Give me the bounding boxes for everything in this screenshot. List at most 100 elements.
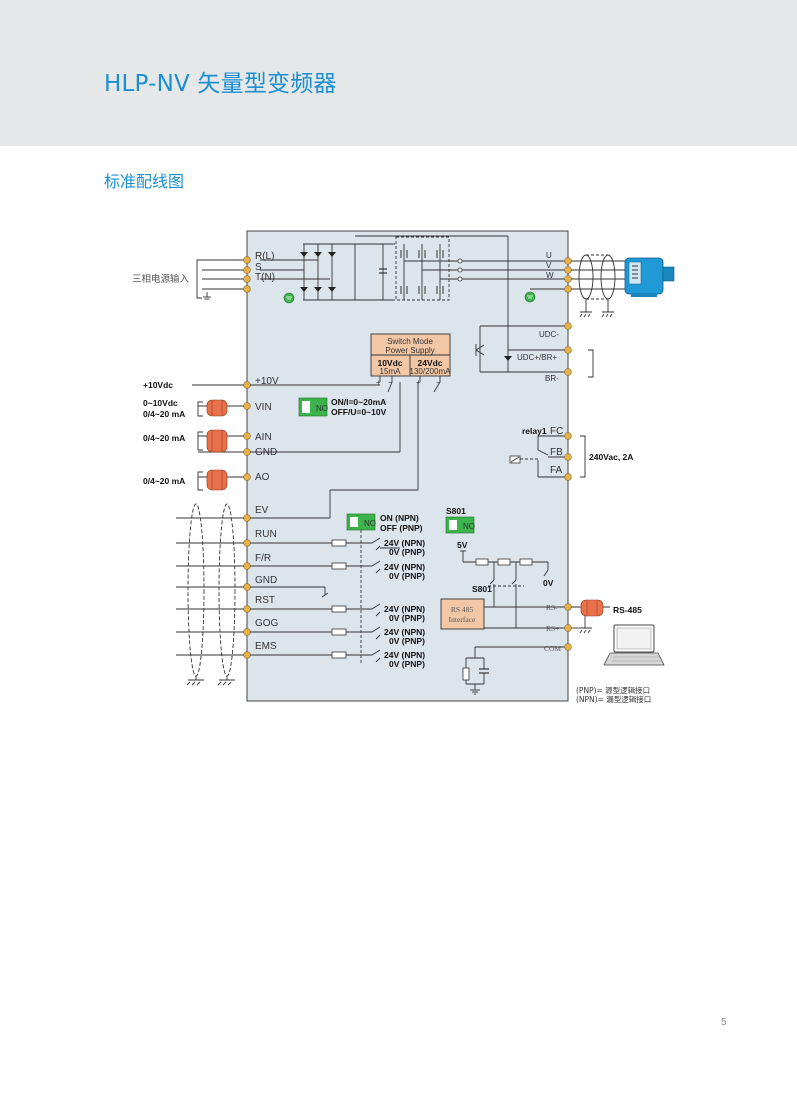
- terminal-fa: [564, 473, 572, 481]
- psu-v2: 24Vdc: [417, 358, 442, 368]
- terminal-rst: [243, 605, 251, 613]
- terminal-ain: [243, 432, 251, 440]
- label-r: R(L): [255, 251, 274, 262]
- svg-text:NO: NO: [316, 404, 328, 413]
- psu-minus-mark: −: [388, 378, 393, 387]
- page-number: 5: [721, 1017, 727, 1028]
- label-ev: EV: [255, 505, 269, 516]
- label-udc-minus: UDC-: [539, 330, 559, 339]
- label-fb: FB: [550, 447, 563, 458]
- label-com: COM: [544, 644, 561, 653]
- ext-10vdc: +10Vdc: [143, 380, 173, 390]
- relay-rating: 240Vac, 2A: [589, 452, 633, 462]
- laptop-icon: [603, 624, 665, 666]
- terminal-rs-minus: [564, 603, 572, 611]
- svg-text:NO: NO: [463, 522, 475, 531]
- rst-0v: 0V (PNP): [389, 613, 425, 623]
- label-gnd2: GND: [255, 575, 277, 586]
- inverter-module: [395, 236, 463, 301]
- label-v: V: [546, 261, 552, 270]
- terminal-ao: [243, 473, 251, 481]
- shielded-cable-vin: [206, 399, 228, 417]
- terminal-gnd1: [243, 448, 251, 456]
- rs485-line2: Interface: [449, 615, 476, 624]
- vin-jumper-on: ON/I=0~20mA: [331, 397, 386, 407]
- ext-vin-range1: 0~10Vdc: [143, 398, 178, 408]
- earth-icon: [524, 291, 536, 303]
- terminal-s: [243, 266, 251, 274]
- run-24v: 24V (NPN): [384, 538, 425, 548]
- psu-i2: 130/200mA: [410, 367, 452, 376]
- ext-ao-range: 0/4~20 mA: [143, 476, 185, 486]
- terminal-pe-out: [564, 285, 572, 293]
- terminal-u: [564, 257, 572, 265]
- digital-input-run: [250, 537, 400, 551]
- terminal-ev: [243, 514, 251, 522]
- label-fr: F/R: [255, 553, 271, 564]
- motor-cable: [571, 254, 628, 318]
- five-v-label: 5V: [457, 540, 468, 550]
- shielded-cable-ain: [206, 429, 228, 453]
- ems-0v: 0V (PNP): [389, 659, 425, 669]
- drive-panel: [246, 230, 569, 702]
- label-rs-minus: RS-: [546, 603, 558, 612]
- label-rs-plus: RS+: [546, 624, 559, 633]
- digital-input-gog: [250, 626, 381, 640]
- ems-24v: 24V (NPN): [384, 650, 425, 660]
- psu-line2: Power Supply: [385, 346, 434, 355]
- fr-24v: 24V (NPN): [384, 562, 425, 572]
- relay-contacts: [509, 435, 568, 478]
- rectifier-bridge: [260, 235, 509, 334]
- note-pnp: (PNP)= 源型逻辑接口: [576, 685, 650, 695]
- psu-v1: 10Vdc: [377, 358, 402, 368]
- terminal-r: [243, 256, 251, 264]
- digital-input-fr: [250, 560, 381, 574]
- label-udc-plus: UDC+/BR+: [517, 353, 557, 362]
- label-u: U: [546, 251, 552, 260]
- vin-jumper-switch: NO: [298, 397, 328, 417]
- label-t: T(N): [255, 272, 275, 283]
- npn-jumper-switch: NO: [346, 513, 376, 531]
- label-ems: EMS: [255, 641, 277, 652]
- label-ain: AIN: [255, 432, 272, 443]
- terminal-udc-plus: [564, 346, 572, 354]
- terminal-rs-plus: [564, 624, 572, 632]
- psu-line1: Switch Mode: [387, 337, 433, 346]
- label-fc: FC: [550, 426, 563, 437]
- header-band: [0, 0, 797, 146]
- psu-plus-mark: +: [376, 378, 381, 387]
- terminal-v: [564, 266, 572, 274]
- label-fa: FA: [550, 465, 563, 476]
- terminal-run: [243, 539, 251, 547]
- gog-24v: 24V (NPN): [384, 627, 425, 637]
- terminal-vin: [243, 402, 251, 410]
- earth-icon: [283, 292, 295, 304]
- gog-0v: 0V (PNP): [389, 636, 425, 646]
- s801-switch: NO: [445, 516, 475, 534]
- s801-label: S801: [446, 506, 466, 516]
- label-br-minus: BR-: [545, 374, 559, 383]
- terminal-br-minus: [564, 368, 572, 376]
- ext-vin-range2: 0/4~20 mA: [143, 409, 185, 419]
- rs485-interface-box: [440, 598, 485, 630]
- psu-minus-mark-2: −: [436, 378, 441, 387]
- page-title: HLP-NV 矢量型变频器: [104, 71, 337, 97]
- npn-jumper-on: ON (NPN): [380, 513, 419, 523]
- vin-jumper-off: OFF/U=0~10V: [331, 407, 387, 417]
- digital-input-ems: [250, 649, 381, 663]
- bias-resistors: [463, 558, 549, 628]
- label-ao: AO: [255, 472, 270, 483]
- digital-input-rst: [250, 603, 381, 617]
- label-vin: VIN: [255, 402, 272, 413]
- run-0v: 0V (PNP): [389, 547, 425, 557]
- terminal-fb: [564, 453, 572, 461]
- label-10v: +10V: [255, 376, 279, 387]
- digital-cable-bundle: [176, 503, 244, 686]
- psu-plus-mark-2: +: [416, 378, 421, 387]
- terminal-com: [564, 643, 572, 651]
- terminal-pe-in: [243, 285, 251, 293]
- power-supply-box: [370, 333, 451, 382]
- npn-jumper-off: OFF (PNP): [380, 523, 423, 533]
- svg-text:NO: NO: [364, 519, 376, 528]
- ground-icon: [203, 292, 211, 300]
